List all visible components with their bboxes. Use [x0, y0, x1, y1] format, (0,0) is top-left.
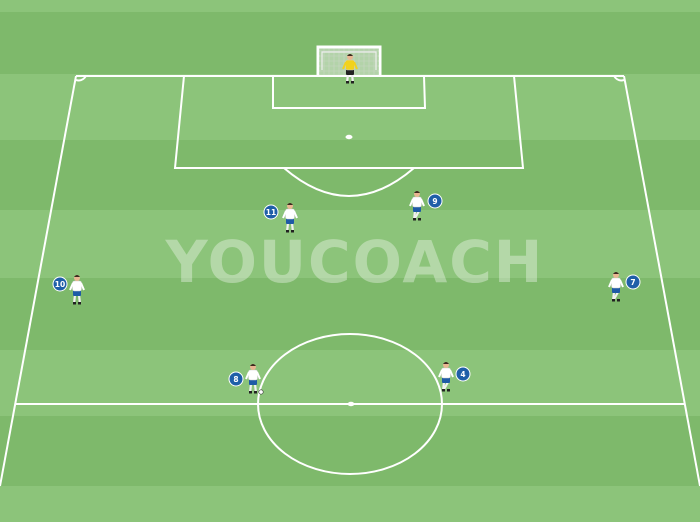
corner-arc-right [613, 75, 625, 82]
player-shorts [249, 379, 257, 385]
player-boot [291, 230, 294, 233]
grass-stripe [0, 0, 700, 12]
badge-circle [455, 366, 471, 382]
player-boot [418, 218, 421, 221]
player-hair [250, 364, 256, 366]
player-number-badge: 9 [427, 193, 443, 209]
player-shirt [72, 280, 82, 292]
center-circle [257, 333, 443, 475]
player-shirt [285, 208, 295, 220]
player-shorts [73, 290, 81, 296]
player-number: 7 [630, 278, 635, 287]
player-boot [612, 299, 615, 302]
player-arm [619, 279, 624, 288]
player-arm [256, 371, 261, 380]
player-arm [438, 369, 443, 378]
goal-frame [316, 45, 382, 76]
goal-area [272, 75, 427, 109]
player-7[interactable]: 7 [608, 272, 641, 302]
player-number: 4 [460, 370, 465, 379]
player-boot [442, 389, 445, 392]
grass-stripe [0, 210, 700, 278]
player-hair [443, 362, 449, 364]
corner-arc-left [75, 75, 87, 82]
ball-icon[interactable] [258, 389, 264, 395]
player-boot [286, 230, 289, 233]
player-number-badge: 10 [52, 276, 68, 292]
player-shirt [441, 367, 451, 379]
player-arm [282, 210, 287, 219]
player-boot [73, 302, 76, 305]
player-arm [608, 279, 613, 288]
goal-frame-back [321, 51, 377, 70]
player-boot [249, 391, 252, 394]
player-shorts [286, 218, 294, 224]
player-arm [245, 371, 250, 380]
player-shirt [248, 369, 258, 381]
watermark-text: YOUCOACH [165, 228, 545, 296]
player-arm [409, 198, 414, 207]
player-number: 9 [432, 197, 437, 206]
penalty-area [173, 75, 525, 169]
player-number: 10 [55, 280, 65, 289]
player-arm [353, 61, 358, 70]
player-hair [287, 203, 293, 205]
player-8[interactable]: 8 [228, 364, 261, 394]
player-number-badge: 11 [263, 204, 279, 220]
penalty-spot [345, 134, 353, 140]
player-boot [617, 299, 620, 302]
player-shorts [612, 287, 620, 293]
badge-circle [263, 204, 279, 220]
player-arm [80, 282, 85, 291]
pitch-lines [0, 75, 700, 487]
player-hair [74, 275, 80, 277]
player-shirt [611, 277, 621, 289]
player-shorts [442, 377, 450, 383]
player-shirt [345, 59, 355, 71]
player-number-badge: 4 [455, 366, 471, 382]
player-number: 11 [266, 208, 276, 217]
player-hair [414, 191, 420, 193]
player-shirt [412, 196, 422, 208]
grass-stripe [0, 486, 700, 522]
center-spot [347, 401, 355, 407]
grass-stripe [0, 278, 700, 350]
player-number: 8 [233, 375, 238, 384]
player-shorts [413, 206, 421, 212]
player-boot [351, 81, 354, 84]
player-boot [346, 81, 349, 84]
touchline-left [0, 75, 77, 487]
goalkeeper[interactable] [342, 54, 358, 84]
grass-stripe [0, 140, 700, 210]
players-layer: 11 9 10 7 8 4 [52, 54, 641, 395]
player-arm [293, 210, 298, 219]
player-number-badge: 7 [625, 274, 641, 290]
player-boot [413, 218, 416, 221]
badge-circle [52, 276, 68, 292]
player-4[interactable]: 4 [438, 362, 471, 392]
badge-circle [625, 274, 641, 290]
player-arm [449, 369, 454, 378]
grass-stripe [0, 416, 700, 486]
player-10[interactable]: 10 [52, 275, 85, 305]
youcoach-watermark: YOUCOACH [165, 228, 545, 296]
player-boot [78, 302, 81, 305]
penalty-arc [283, 167, 415, 197]
player-boot [447, 389, 450, 392]
player-11[interactable]: 11 [263, 203, 298, 233]
player-arm [69, 282, 74, 291]
player-boot [254, 391, 257, 394]
player-9[interactable]: 9 [409, 191, 443, 221]
touchline-right [623, 75, 700, 487]
player-arm [420, 198, 425, 207]
player-number-badge: 8 [228, 371, 244, 387]
player-hair [613, 272, 619, 274]
badge-circle [228, 371, 244, 387]
player-shorts [346, 69, 354, 75]
badge-circle [427, 193, 443, 209]
player-hair [347, 54, 353, 56]
player-arm [342, 61, 347, 70]
